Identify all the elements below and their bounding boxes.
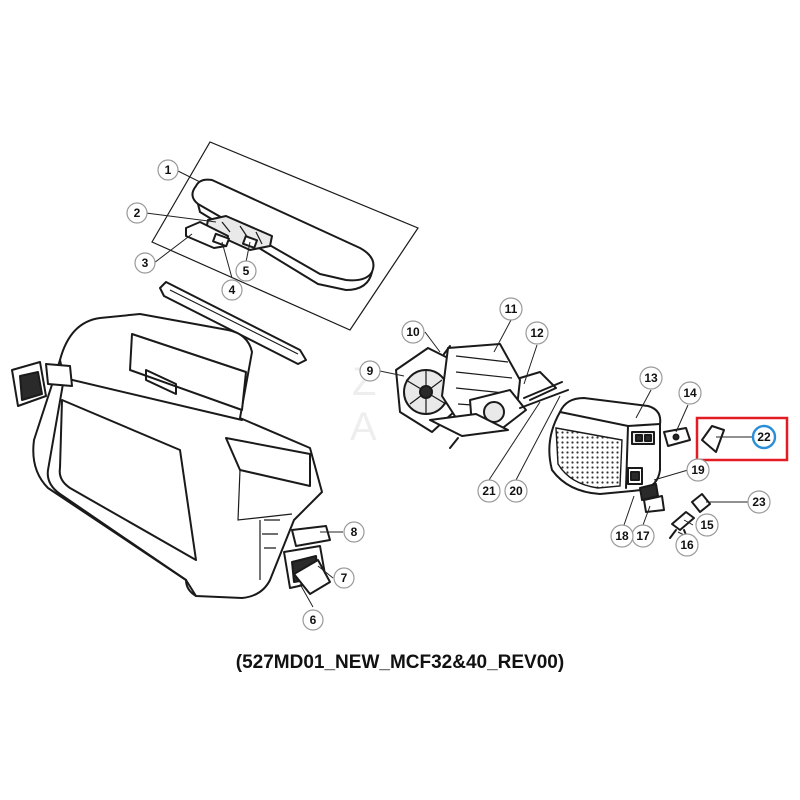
callout-18: 18 — [610, 524, 634, 548]
svg-text:15: 15 — [700, 518, 714, 532]
callout-19: 19 — [686, 458, 710, 482]
svg-text:4: 4 — [229, 283, 236, 297]
callout-3: 3 — [134, 252, 156, 274]
label-sticker-part — [701, 425, 725, 453]
svg-text:11: 11 — [505, 302, 518, 316]
callout-11: 11 — [499, 297, 523, 321]
svg-text:7: 7 — [341, 571, 348, 585]
gasket-frame — [159, 281, 307, 365]
callout-12: 12 — [525, 321, 549, 345]
svg-text:8: 8 — [351, 525, 358, 539]
svg-text:17: 17 — [636, 529, 650, 543]
callout-2: 2 — [126, 202, 148, 224]
latch-parts — [185, 215, 273, 251]
svg-text:2: 2 — [134, 206, 141, 220]
callout-14: 14 — [678, 381, 702, 405]
svg-text:6: 6 — [310, 613, 317, 627]
svg-text:12: 12 — [530, 326, 544, 340]
cooler-body — [32, 313, 323, 599]
callout-8: 8 — [343, 521, 365, 543]
svg-text:1: 1 — [165, 163, 172, 177]
callout-22: 22 — [751, 424, 777, 450]
callout-15: 15 — [695, 513, 719, 537]
svg-text:19: 19 — [691, 463, 705, 477]
side-handle-left — [11, 361, 73, 407]
callout-9: 9 — [359, 360, 381, 382]
callout-21: 21 — [477, 479, 501, 503]
callout-23: 23 — [747, 490, 771, 514]
highlight-box — [695, 416, 789, 462]
callout-7: 7 — [333, 567, 355, 589]
svg-text:5: 5 — [243, 264, 250, 278]
control-housing — [548, 397, 662, 495]
svg-text:3: 3 — [142, 256, 149, 270]
callout-10: 10 — [401, 320, 425, 344]
svg-text:22: 22 — [757, 430, 771, 444]
bracket-part — [663, 427, 691, 447]
callout-20: 20 — [504, 479, 528, 503]
svg-text:9: 9 — [367, 364, 374, 378]
side-handle-right — [283, 525, 331, 595]
svg-text:14: 14 — [683, 386, 697, 400]
lid-assembly-outline — [151, 141, 419, 331]
fan-compressor-assembly — [395, 343, 569, 449]
svg-text:18: 18 — [615, 529, 629, 543]
callout-16: 16 — [675, 533, 699, 557]
svg-text:20: 20 — [509, 484, 523, 498]
svg-text:21: 21 — [482, 484, 496, 498]
svg-text:23: 23 — [752, 495, 766, 509]
callout-badges: 1 2 3 4 5 6 7 8 — [126, 159, 777, 631]
highlight-part-22 — [695, 416, 789, 462]
lid-part — [191, 178, 375, 291]
diagram-caption: (527MD01_NEW_MCF32&40_REV00) — [235, 652, 565, 673]
callout-5: 5 — [235, 260, 257, 282]
svg-text:13: 13 — [644, 371, 658, 385]
callout-4: 4 — [221, 279, 243, 301]
callout-13: 13 — [639, 366, 663, 390]
callout-17: 17 — [631, 524, 655, 548]
callout-1: 1 — [157, 159, 179, 181]
watermark-letter-a: A — [350, 405, 377, 449]
callout-6: 6 — [302, 609, 324, 631]
svg-text:10: 10 — [406, 325, 420, 339]
svg-text:16: 16 — [680, 538, 694, 552]
